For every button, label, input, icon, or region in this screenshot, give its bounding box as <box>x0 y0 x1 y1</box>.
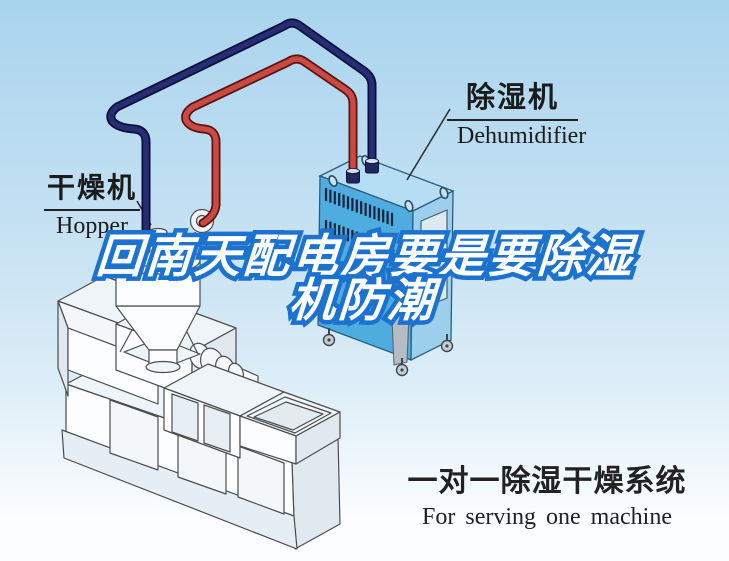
system-caption: 一对一除湿干燥系统 For serving one machine <box>402 456 692 531</box>
molding-machine <box>57 208 341 550</box>
casters <box>322 328 454 377</box>
corner-post <box>391 311 410 366</box>
door-panel <box>109 399 159 471</box>
hoses <box>106 18 377 255</box>
window-pane <box>203 404 231 453</box>
watermark-line-2: 机防潮机防潮 <box>283 270 443 331</box>
door-panel <box>237 445 285 515</box>
hose-fittings <box>346 158 379 184</box>
mold-area-box <box>239 391 341 465</box>
watermark-line-1: 回南天配电房要是要除湿回南天配电房要是要除湿 <box>90 226 642 287</box>
caption-en: For serving one machine <box>422 504 672 530</box>
caption-zh: 一对一除湿干燥系统 <box>407 465 687 498</box>
window-pane <box>171 393 199 442</box>
hopper-label-en: Hopper <box>56 213 128 239</box>
dehumidifier-label-en: Dehumidifier <box>457 123 587 149</box>
watermark-headline: 回南天配电房要是要除湿回南天配电房要是要除湿 机防潮机防潮 <box>0 226 729 331</box>
dehumidifier-leader-line <box>406 108 451 181</box>
hopper-label-zh: 干燥机 <box>44 166 140 211</box>
dehumidifier-unit <box>317 155 455 377</box>
service-door <box>420 209 448 310</box>
hopper-label: 干燥机 Hopper <box>44 166 140 240</box>
dehumidifier-label: 除湿机 Dehumidifier <box>447 74 677 150</box>
vent-grille <box>324 188 394 257</box>
dehumidifier-label-zh: 除湿机 <box>447 74 578 121</box>
